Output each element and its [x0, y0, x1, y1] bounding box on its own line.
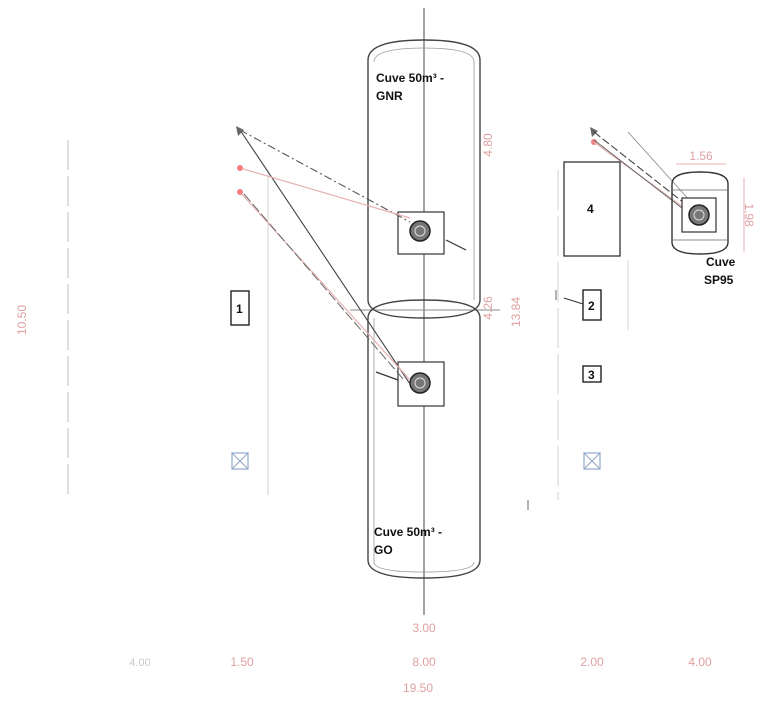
pipe-left-to-gnr-pink	[239, 167, 411, 219]
dim-bottom-4-left: 4.00	[129, 657, 150, 669]
left-dispenser-red-dot-1	[237, 165, 243, 171]
tank-go-inner	[373, 318, 475, 573]
dim-tank-width: 3.00	[412, 621, 436, 635]
gnr-tank-label-line2: GNR	[376, 89, 403, 103]
pipe-right-to-sp95-dark	[593, 131, 699, 215]
tank-sp95	[671, 171, 729, 255]
tank-go	[367, 299, 481, 579]
pipe-left-to-go-dark	[239, 129, 411, 385]
sp95-tank-label-line1: Cuve	[706, 255, 736, 269]
pipe-left-to-gnr-dark	[239, 129, 411, 223]
marker-4-label: 4	[587, 202, 594, 216]
gnr-tank-label-line1: Cuve 50m³ -	[376, 71, 444, 85]
go-stub-line	[375, 371, 399, 381]
marker-1-label: 1	[236, 302, 243, 316]
dim-bottom-800: 8.00	[412, 655, 436, 669]
dim-gnr-height: 4.80	[481, 133, 495, 157]
manhole-sp95-cover-ring	[693, 209, 705, 221]
sp95-tank-label-line2: SP95	[704, 273, 734, 287]
dim-left-height: 10.50	[15, 305, 29, 335]
marker-1	[230, 290, 250, 326]
blue-box-right	[583, 452, 601, 470]
dim-bottom-4-right: 4.00	[688, 655, 712, 669]
dim-sp95-height: 1.98	[742, 203, 756, 227]
manhole-go-cover-ring	[414, 377, 426, 389]
tank-gnr	[367, 39, 481, 319]
manhole-gnr-cover-icon	[409, 220, 431, 242]
blue-box-left	[231, 452, 249, 470]
dim-bottom-200: 2.00	[580, 655, 604, 669]
dim-sp95-width: 1.56	[689, 149, 713, 163]
dim-mid-height: 4.26	[481, 296, 495, 320]
blue-box-left-cross-2	[231, 452, 249, 470]
manhole-gnr	[397, 211, 445, 255]
marker-2-label: 2	[588, 299, 595, 313]
marker-2-leader	[563, 297, 584, 305]
gnr-stub-line	[445, 239, 467, 251]
pipe-left-to-go-pink	[239, 191, 411, 381]
equipment-box-4	[563, 161, 621, 257]
manhole-go-cover-icon	[409, 372, 431, 394]
manhole-sp95-cover-icon	[688, 204, 710, 226]
dim-bottom-total: 19.50	[403, 681, 433, 695]
dim-total-height: 13.84	[509, 297, 523, 327]
go-tank-label-line1: Cuve 50m³ -	[374, 525, 442, 539]
left-dispenser-top-icon	[236, 126, 244, 136]
marker-3	[582, 365, 602, 383]
dim-bottom-150: 1.50	[230, 655, 254, 669]
left-dispenser-red-dot-2	[237, 189, 243, 195]
manhole-gnr-cover-ring	[414, 225, 426, 237]
pipe-left-to-go-dashed	[243, 193, 405, 381]
marker-3-label: 3	[588, 368, 595, 382]
tank-gnr-inner	[373, 47, 475, 300]
marker-2	[582, 289, 602, 321]
blue-box-right-cross-2	[583, 452, 601, 470]
go-tank-label-line2: GO	[374, 543, 393, 557]
